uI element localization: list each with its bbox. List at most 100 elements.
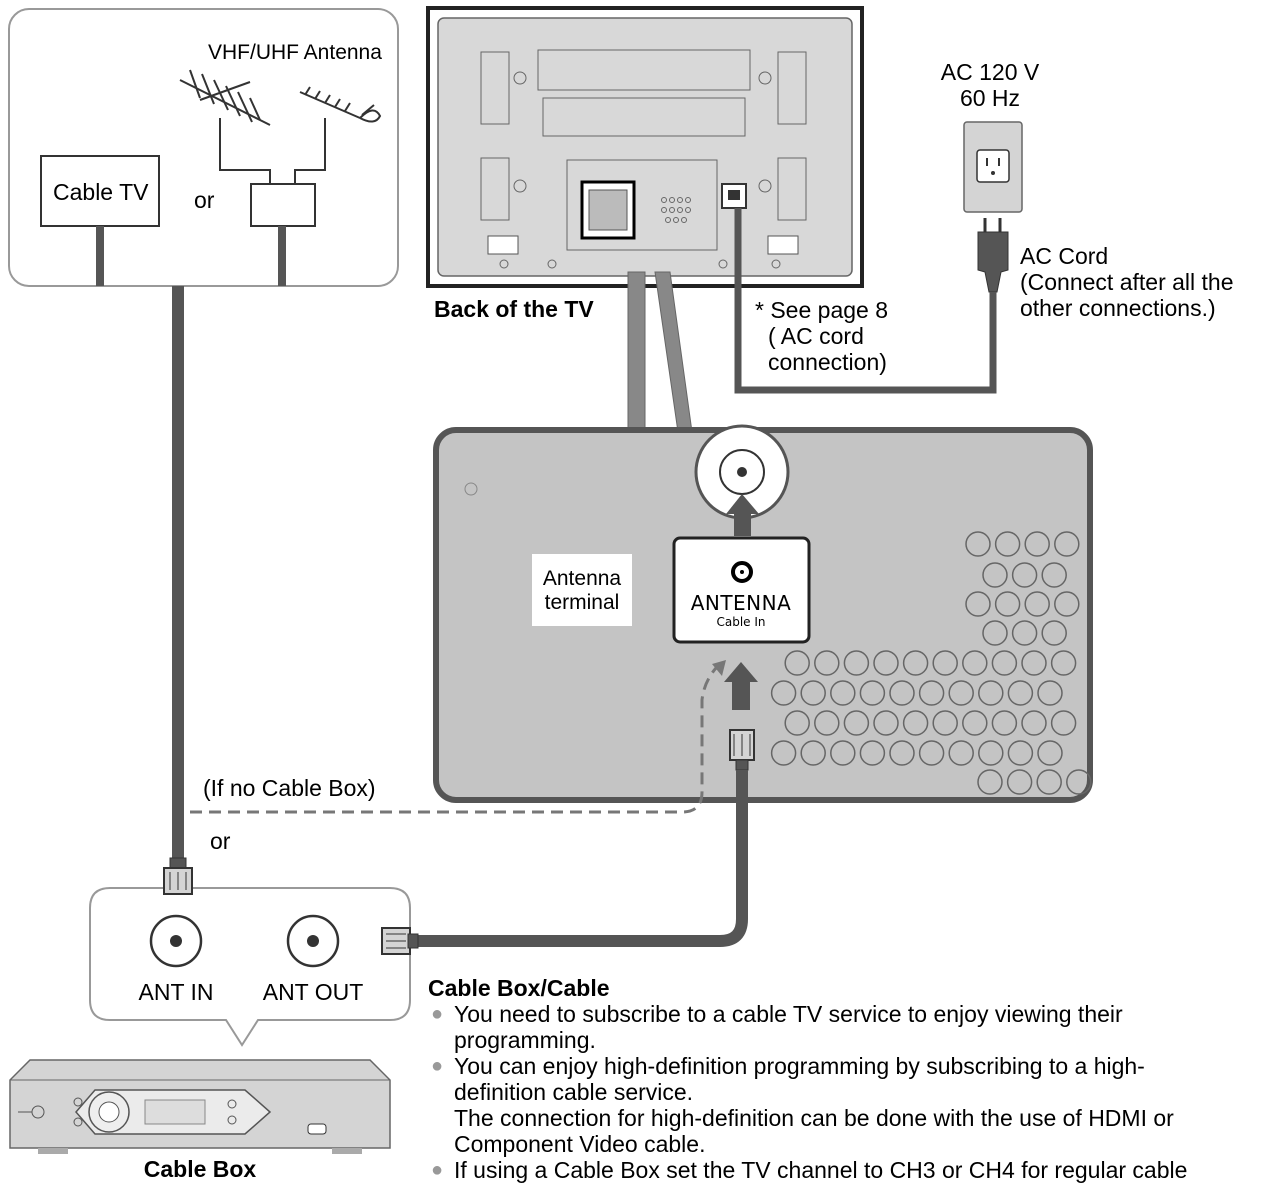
note-line: programming. <box>454 1027 596 1053</box>
vent-hole <box>830 740 856 766</box>
vent-hole <box>859 680 886 706</box>
antenna-terminal-text: ANTENNA Cable In <box>676 592 806 630</box>
vent-hole <box>889 740 915 766</box>
vent-hole <box>1054 531 1080 557</box>
vent-hole <box>994 531 1021 557</box>
vent-hole <box>1041 620 1067 646</box>
list-item: ● You need to subscribe to a cable TV se… <box>428 1001 1275 1053</box>
source-cables <box>96 226 286 865</box>
terminal-sub: Cable In <box>716 615 766 629</box>
vent-hole <box>948 680 974 706</box>
dashed-bypass-line <box>190 667 718 814</box>
vhf-uhf-antenna-icon <box>179 69 382 126</box>
vent-hole <box>965 591 991 617</box>
note-line: The connection for high-definition can b… <box>454 1105 1174 1131</box>
list-item: ● If using a Cable Box set the TV channe… <box>428 1157 1275 1183</box>
vent-hole <box>978 680 1004 706</box>
vent-hole <box>1036 769 1062 795</box>
ac-cord-label: AC Cord <box>1020 243 1109 269</box>
ac-cord-note-line1: (Connect after all the <box>1020 269 1234 295</box>
vent-hole <box>1007 740 1034 766</box>
f-connector-ant-in <box>163 857 193 895</box>
vent-hole <box>859 740 886 766</box>
vent-hole <box>1021 650 1047 676</box>
back-of-tv-label: Back of the TV <box>434 296 594 322</box>
antenna-matcher-box <box>250 183 316 227</box>
vent-hole <box>873 650 899 676</box>
vent-hole <box>977 769 1003 795</box>
vent-hole <box>1007 680 1034 706</box>
bullet-icon: ● <box>431 1003 444 1025</box>
or-label-bottom: or <box>210 828 231 854</box>
vent-hole <box>918 740 945 766</box>
vent-hole <box>873 710 899 736</box>
vent-hole <box>1050 650 1077 676</box>
source-box <box>8 8 399 287</box>
vent-hole <box>1050 710 1077 736</box>
vent-hole <box>1021 710 1047 736</box>
vent-holes <box>770 531 1092 795</box>
vent-hole <box>932 650 958 676</box>
vhf-uhf-antenna-label: VHF/UHF Antenna <box>208 41 382 64</box>
cable-box-label: Cable Box <box>143 1156 257 1182</box>
notes-list: ● You need to subscribe to a cable TV se… <box>428 1001 1275 1183</box>
antenna-label-box <box>672 536 811 644</box>
antenna-coax-jack <box>694 424 790 520</box>
vent-hole <box>1037 740 1063 766</box>
vent-hole <box>1037 680 1063 706</box>
vent-hole <box>978 740 1004 766</box>
ac-cord-note-line2: other connections.) <box>1020 295 1216 321</box>
bullet-icon: ● <box>431 1055 444 1077</box>
tv-back <box>426 6 864 288</box>
vent-hole <box>902 650 929 676</box>
vent-hole <box>770 680 797 706</box>
terminal-name: ANTENNA <box>690 591 792 615</box>
see-page-line1: * See page 8 <box>755 297 889 323</box>
ant-out-label: ANT OUT <box>262 979 364 1005</box>
ac-power-line1: AC 120 V <box>940 59 1040 85</box>
antenna-terminal-line1: Antenna <box>542 567 622 590</box>
vent-hole <box>830 680 856 706</box>
vent-hole <box>991 650 1018 676</box>
list-item: ● You can enjoy high-definition programm… <box>428 1053 1275 1157</box>
vent-hole <box>1011 620 1038 646</box>
ac-outlet <box>963 121 1023 213</box>
cable-tv-label: Cable TV <box>53 179 149 205</box>
vent-hole <box>918 680 945 706</box>
vent-hole <box>770 740 797 766</box>
cable-tv-box <box>40 155 160 227</box>
vent-hole <box>800 740 826 766</box>
dashed-arrowhead <box>712 660 726 676</box>
vent-hole <box>991 710 1018 736</box>
or-label-top: or <box>194 187 215 213</box>
cable-box-device <box>9 1059 391 1154</box>
arrow-up-icon-top <box>726 494 759 536</box>
see-page-line2: ( AC cord <box>768 323 864 349</box>
ac-cord-line <box>734 208 997 394</box>
f-connector-ant-out <box>381 927 419 955</box>
ac-plug <box>977 218 1009 293</box>
cable-box-notes: Cable Box/Cable ● You need to subscribe … <box>428 975 1275 1183</box>
if-no-cable-box-label: (If no Cable Box) <box>203 775 376 801</box>
notes-heading: Cable Box/Cable <box>428 975 610 1001</box>
ac-power-line2: 60 Hz <box>959 85 1021 111</box>
bullet-icon: ● <box>431 1159 444 1181</box>
vent-hole <box>1024 591 1050 617</box>
antenna-terminal-line2: terminal <box>544 591 620 614</box>
vent-hole <box>948 740 974 766</box>
vent-hole <box>1024 531 1050 557</box>
arrow-up-icon-bottom <box>724 662 758 710</box>
vent-hole <box>889 680 915 706</box>
vent-hole <box>982 562 1008 588</box>
f-connector-tv <box>729 729 755 771</box>
vent-hole <box>994 591 1021 617</box>
see-page-line3: connection) <box>768 349 887 375</box>
note-line: You need to subscribe to a cable TV serv… <box>454 1001 1123 1027</box>
callout-lines <box>627 271 693 433</box>
vent-hole <box>1011 562 1038 588</box>
vent-hole <box>843 710 870 736</box>
vent-hole <box>800 680 826 706</box>
vent-hole <box>902 710 929 736</box>
